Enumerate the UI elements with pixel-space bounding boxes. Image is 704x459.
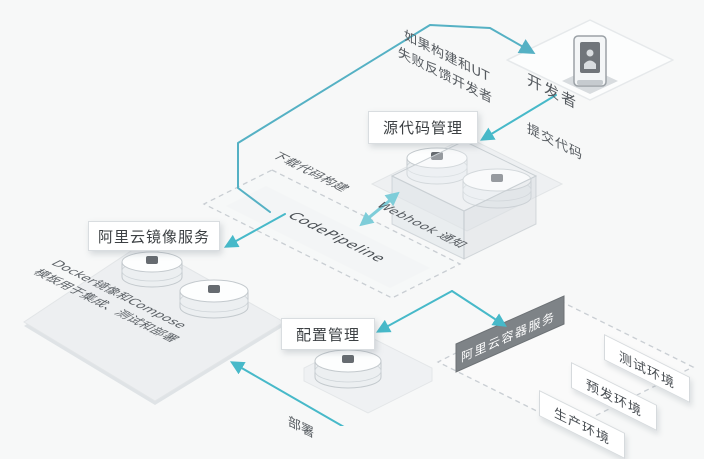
edge-commit-arrow [480, 94, 557, 141]
edge-to-config-arrow [375, 290, 453, 333]
container-service-ribbon [455, 295, 565, 373]
source-code-label-card: 源代码管理 [368, 111, 478, 144]
edge-to-container-arrow [451, 290, 507, 327]
image-service-label: 阿里云镜像服务 [97, 227, 210, 246]
diagram-canvas: { "diagram_type": "isometric-architectur… [23, 19, 695, 459]
person-badge-icon [573, 35, 607, 87]
image-disc-icon-1 [121, 251, 183, 288]
source-disc-icon-1 [406, 147, 468, 185]
source-glass-box [390, 140, 538, 260]
config-disc-icon [314, 349, 382, 389]
codepipeline-zone [202, 169, 462, 299]
edge-deploy-arrow [229, 361, 345, 426]
config-label: 配置管理 [295, 325, 360, 344]
image-service-label-card: 阿里云镜像服务 [88, 221, 220, 251]
edge-to-image-service-arrow [223, 213, 286, 248]
edge-webhook-arrow [359, 200, 391, 227]
edge-feedback-line [237, 24, 536, 213]
diagram-scene [23, 19, 695, 426]
image-disc-icon-2 [179, 279, 249, 319]
source-code-label: 源代码管理 [382, 119, 463, 137]
config-label-card: 配置管理 [281, 318, 375, 350]
